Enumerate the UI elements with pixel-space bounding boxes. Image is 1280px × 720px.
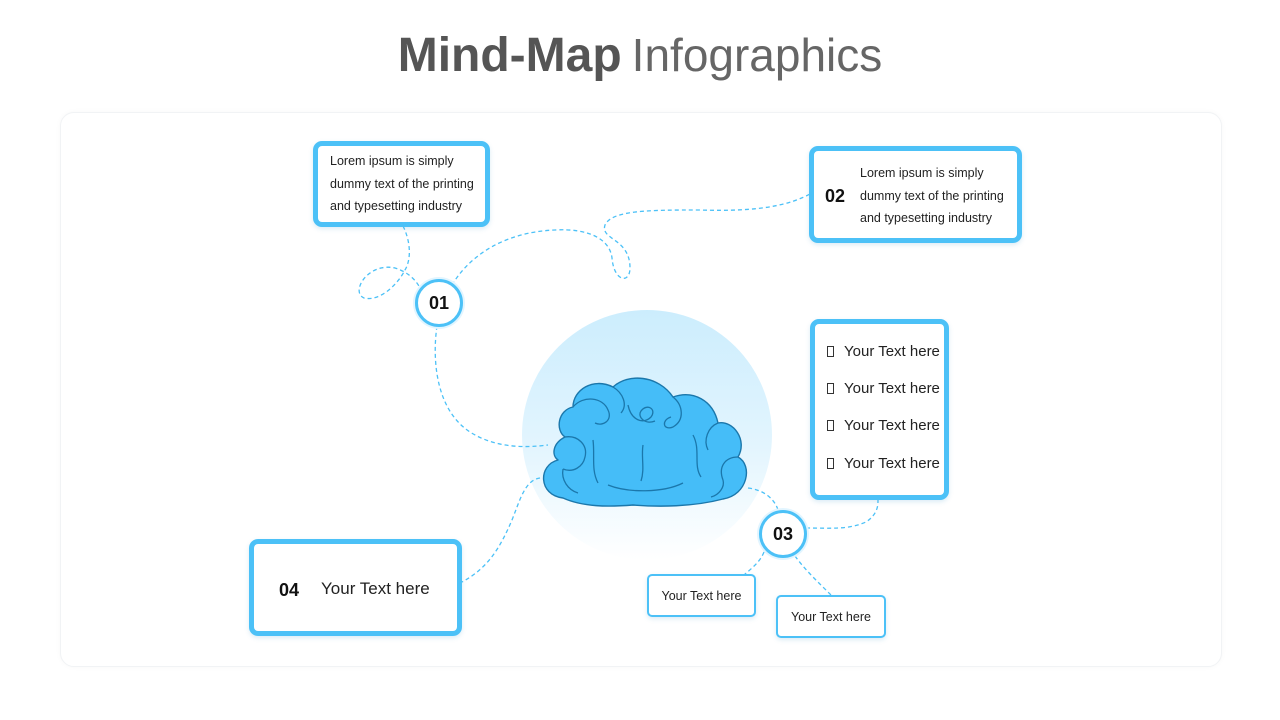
title-light: Infographics <box>631 29 883 81</box>
node-01-circle: 01 <box>415 279 463 327</box>
node-02-number: 02 <box>825 186 846 206</box>
node-03-sub-b-text: Your Text here <box>791 610 871 624</box>
list-item-label: Your Text here <box>844 343 940 360</box>
bullet-icon <box>827 383 834 394</box>
list-item: Your Text here <box>827 455 940 472</box>
connector-c01-box2 <box>451 192 813 286</box>
title-bold: Mind-Map <box>397 29 622 82</box>
bullet-icon <box>827 346 834 357</box>
connector-brain-c03 <box>747 487 779 511</box>
node-04-text: Your Text here <box>321 579 430 598</box>
list-item-label: Your Text here <box>844 380 940 397</box>
node-01-text: Lorem ipsum is simply dummy text of the … <box>330 154 474 213</box>
node-02-text: Lorem ipsum is simply dummy text of the … <box>860 166 1004 225</box>
node-03-sub-a-box: Your Text here <box>647 574 756 617</box>
node-01-box: Lorem ipsum is simply dummy text of the … <box>313 141 490 227</box>
connector-box1-c01 <box>358 225 421 300</box>
brain-icon <box>542 377 748 507</box>
connector-c03-suba <box>743 551 765 576</box>
list-item-label: Your Text here <box>844 417 940 434</box>
node-04-box: 04 Your Text here <box>249 539 462 636</box>
node-03-sub-a-text: Your Text here <box>661 589 742 603</box>
list-item: Your Text here <box>827 380 940 397</box>
list-item: Your Text here <box>827 417 940 434</box>
connector-c03-subb <box>794 555 833 597</box>
node-03-sub-b-box: Your Text here <box>776 595 886 638</box>
connector-brain-box4 <box>461 477 541 583</box>
node-02-box: 02 Lorem ipsum is simply dummy text of t… <box>809 146 1022 243</box>
list-item-label: Your Text here <box>844 455 940 472</box>
node-03-list-box: Your Text here Your Text here Your Text … <box>810 319 949 500</box>
connector-c03-list <box>805 499 879 529</box>
list-item: Your Text here <box>827 343 940 360</box>
bullet-icon <box>827 420 834 431</box>
node-03-circle: 03 <box>759 510 807 558</box>
bullet-icon <box>827 458 834 469</box>
connector-c01-brain <box>434 325 549 448</box>
node-04-number: 04 <box>279 580 300 600</box>
